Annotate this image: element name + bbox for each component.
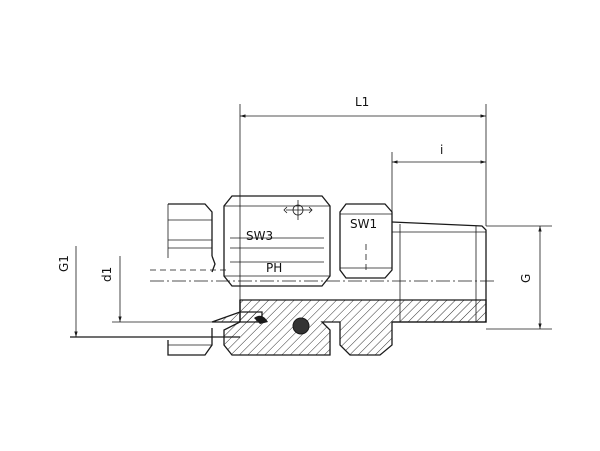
label-g1: G1 <box>57 255 71 272</box>
label-d1: d1 <box>100 267 114 282</box>
dimension-g <box>486 225 552 330</box>
o-ring <box>292 317 310 335</box>
section-lower-half <box>211 299 487 356</box>
hex-sw3-body <box>223 195 331 287</box>
label-sw1: SW1 <box>350 217 377 231</box>
union-nut <box>150 203 228 356</box>
label-sw3: SW3 <box>246 229 273 243</box>
cutting-ring <box>254 315 268 324</box>
hex-sw1-body <box>339 203 393 279</box>
label-g: G <box>519 274 533 283</box>
dimension-l1 <box>239 104 487 322</box>
label-i: i <box>440 143 443 157</box>
dimension-i <box>391 152 486 222</box>
label-ph: PH <box>266 261 282 275</box>
tube <box>70 321 240 338</box>
label-l1: L1 <box>355 95 369 109</box>
